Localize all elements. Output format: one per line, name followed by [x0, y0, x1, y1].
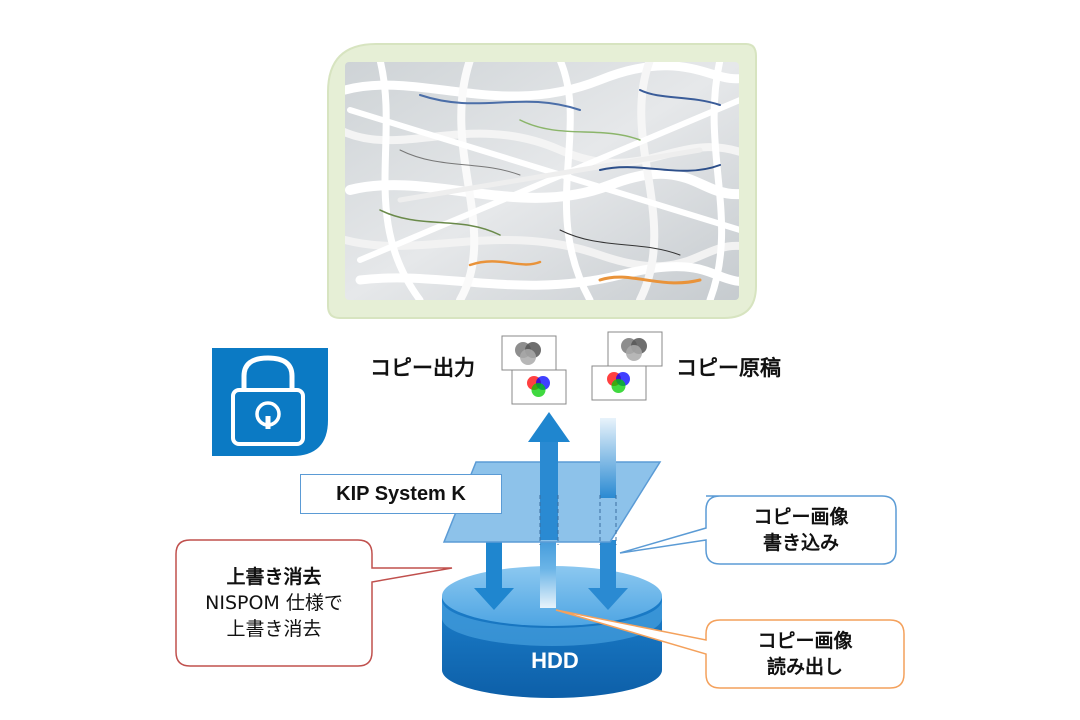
erase-callout: 上書き消去 NISPOM 仕様で 上書き消去	[176, 564, 372, 642]
grayscale-circles-icon	[502, 336, 556, 370]
grayscale-circles-icon	[608, 332, 662, 366]
rgb-circles-icon	[512, 370, 566, 404]
padlock-icon	[212, 348, 328, 456]
erase-callout-line3: 上書き消去	[176, 616, 372, 642]
erase-callout-line2: NISPOM 仕様で	[176, 590, 372, 616]
read-callout: コピー画像 読み出し	[706, 628, 904, 680]
read-callout-line2: 読み出し	[706, 654, 904, 680]
write-callout-line1: コピー画像	[706, 504, 896, 530]
copy-original-label: コピー原稿	[676, 352, 781, 382]
write-callout: コピー画像 書き込み	[706, 504, 896, 556]
copy-output-label: コピー出力	[370, 352, 475, 382]
shredded-paper-photo	[328, 44, 760, 318]
write-callout-line2: 書き込み	[706, 530, 896, 556]
system-label: KIP System K	[300, 474, 502, 514]
rgb-circles-icon	[592, 366, 646, 400]
erase-callout-title: 上書き消去	[176, 564, 372, 590]
hdd-label: HDD	[500, 648, 610, 674]
write-stream-upper	[600, 418, 616, 498]
read-callout-line1: コピー画像	[706, 628, 904, 654]
